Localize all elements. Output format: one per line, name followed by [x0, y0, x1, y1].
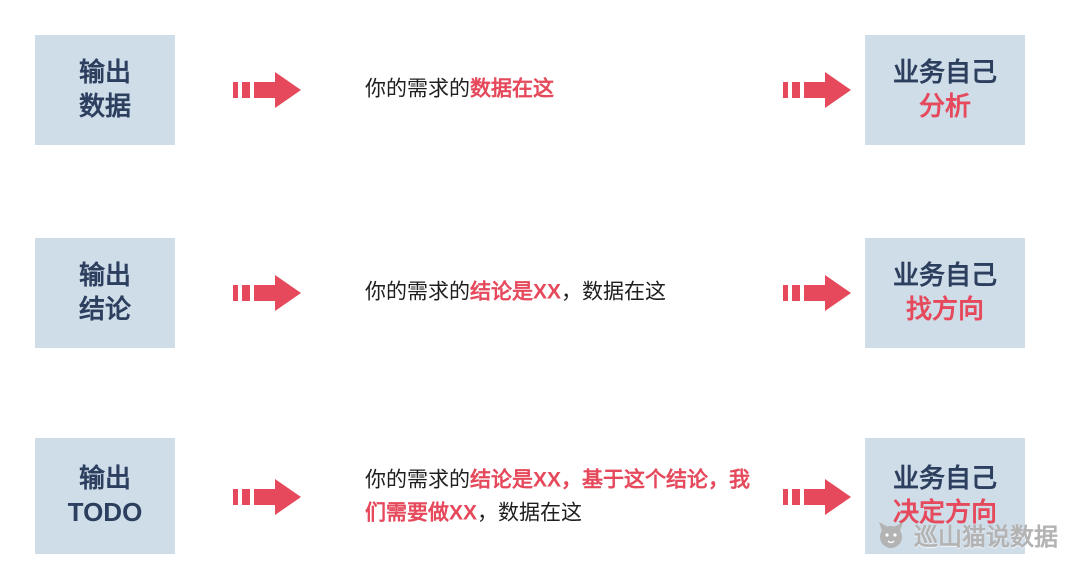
result-box-line2: 决定方向 [892, 497, 997, 527]
description-emphasis: 结论是XX [470, 280, 562, 304]
description-prefix: 你的需求的 [365, 77, 470, 101]
description-prefix: 你的需求的 [365, 468, 470, 492]
business-result-box-direction: 业务自己 找方向 [865, 238, 1025, 348]
striped-arrow-icon [783, 273, 851, 313]
description-text: 你的需求的结论是XX，数据在这 [365, 277, 770, 310]
output-box-line2: 数据 [78, 91, 131, 121]
striped-arrow-icon [783, 477, 851, 517]
result-box-line1: 业务自己 [892, 57, 997, 88]
description-prefix: 你的需求的 [365, 280, 470, 304]
striped-arrow-icon [233, 273, 301, 313]
watermark: 巡山猫说数据 [875, 517, 1058, 552]
flow-row-output-data: 输出 数据 你的需求的数据在这 业务自己 分析 [0, 33, 1080, 147]
result-box-line1: 业务自己 [892, 463, 997, 494]
flow-row-output-conclusion: 输出 结论 你的需求的结论是XX，数据在这 业务自己 找方向 [0, 236, 1080, 350]
output-box-line2: 结论 [78, 294, 131, 324]
output-box-line1: 输出 [78, 463, 131, 494]
output-box-line1: 输出 [78, 260, 131, 291]
watermark-text: 巡山猫说数据 [914, 524, 1058, 551]
result-box-line1: 业务自己 [892, 260, 997, 291]
output-box-line2: TODO [67, 497, 143, 527]
striped-arrow-icon [783, 70, 851, 110]
description-emphasis: 数据在这 [470, 77, 554, 101]
output-data-box: 输出 数据 [35, 35, 175, 145]
striped-arrow-icon [233, 70, 301, 110]
description-suffix: ，数据在这 [477, 501, 583, 524]
result-box-line2: 找方向 [905, 294, 984, 324]
description-emphasis: 结论是XX，基于这个结论，我们需要做XX [365, 468, 751, 524]
business-result-box-analyze: 业务自己 分析 [865, 35, 1025, 145]
description-text: 你的需求的结论是XX，基于这个结论，我们需要做XX，数据在这 [365, 464, 770, 529]
striped-arrow-icon [233, 477, 301, 517]
description-suffix: ，数据在这 [561, 280, 667, 304]
description-text: 你的需求的数据在这 [365, 74, 770, 107]
cat-logo-icon [875, 521, 907, 549]
result-box-line2: 分析 [918, 91, 971, 121]
output-todo-box: 输出 TODO [35, 438, 175, 554]
output-box-line1: 输出 [78, 57, 131, 88]
output-conclusion-box: 输出 结论 [35, 238, 175, 348]
